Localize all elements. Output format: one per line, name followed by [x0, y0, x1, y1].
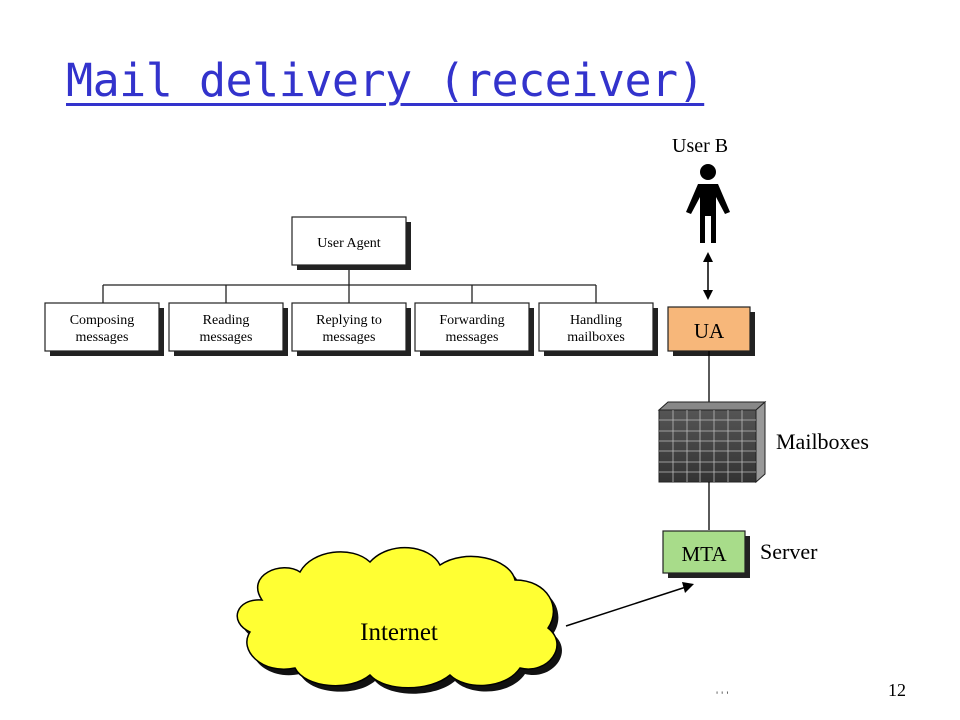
receiver-stack: User B UA [236, 135, 869, 694]
user-ua-double-arrow [703, 252, 713, 300]
child-label-line1: Replying to [316, 313, 382, 328]
child-label-line2: messages [446, 330, 499, 345]
child-label-line2: messages [76, 330, 129, 345]
ua-box: UA [667, 306, 755, 356]
child-label-line1: Composing [70, 313, 135, 328]
ua-label: UA [694, 319, 725, 343]
user-agent-tree: User Agent Composing messages [44, 216, 658, 356]
child-box-forwarding: Forwarding messages [414, 302, 534, 356]
mta-box: MTA [662, 530, 750, 578]
child-label-line1: Forwarding [439, 313, 504, 328]
child-box-replying: Replying to messages [291, 302, 411, 356]
child-label-line1: Handling [570, 313, 622, 328]
child-box-reading: Reading messages [168, 302, 288, 356]
user-agent-root-box: User Agent [291, 216, 411, 270]
page-number: 12 [888, 680, 906, 700]
person-icon [686, 164, 730, 243]
internet-cloud-icon: Internet [236, 547, 562, 694]
slide-title: Mail delivery (receiver) [66, 54, 705, 107]
tree-connectors [102, 265, 597, 303]
server-label: Server [760, 539, 818, 564]
user-agent-root-label: User Agent [317, 236, 380, 251]
internet-mta-arrow [565, 582, 694, 627]
mailboxes-icon [657, 400, 767, 484]
mta-label: MTA [682, 542, 728, 566]
child-label-line2: messages [323, 330, 376, 345]
child-label-line1: Reading [203, 313, 250, 328]
child-label-line2: mailboxes [567, 330, 625, 345]
user-b-label: User B [672, 135, 728, 157]
child-box-handling: Handling mailboxes [538, 302, 658, 356]
mailboxes-label: Mailboxes [776, 429, 869, 454]
child-box-composing: Composing messages [44, 302, 164, 356]
internet-label: Internet [360, 619, 438, 646]
child-label-line2: messages [200, 330, 253, 345]
footer-fragment: ' ' ' [716, 690, 729, 702]
